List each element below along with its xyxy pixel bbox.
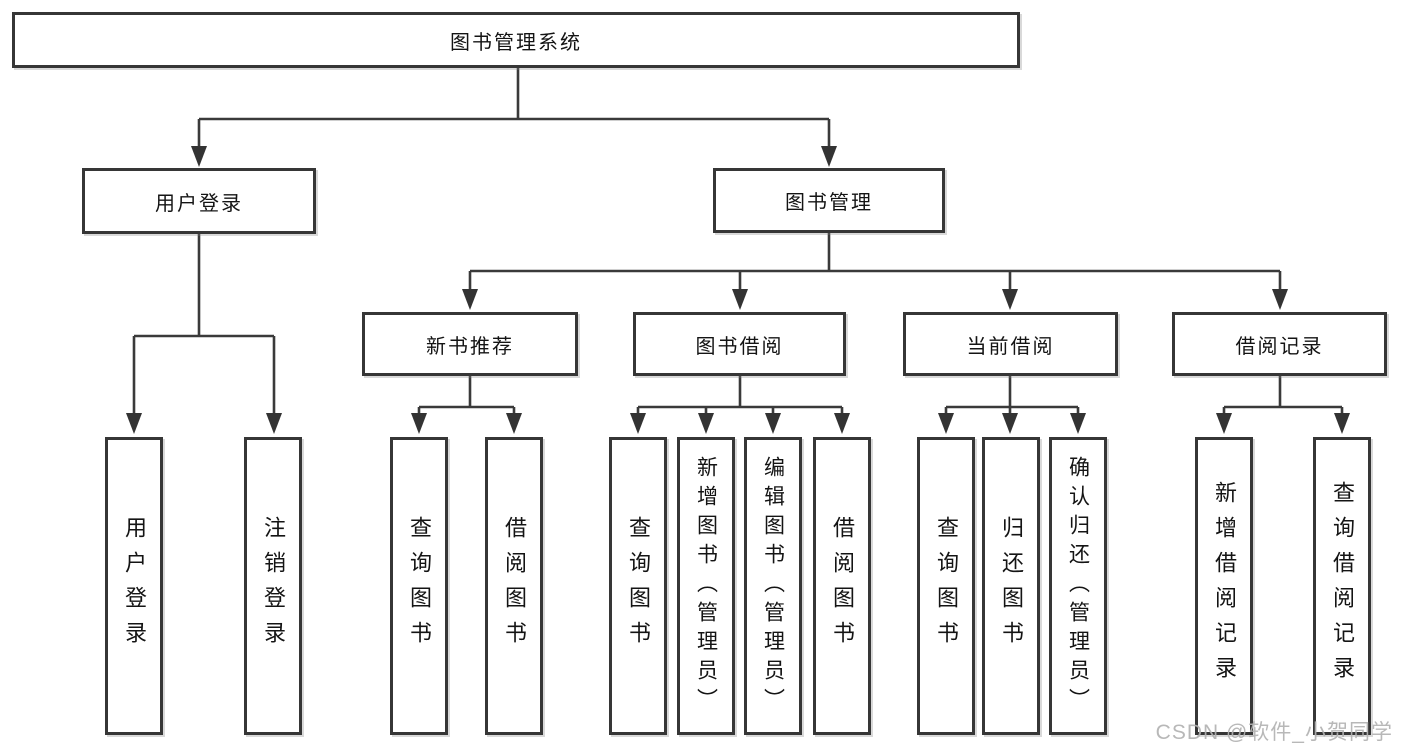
node-label: 当前借阅 <box>966 335 1055 358</box>
node-book-management: 图书管理 <box>713 168 945 233</box>
node-label: 查询图书 <box>626 516 651 656</box>
leaf-borrow-query-books: 查询图书 <box>609 437 667 735</box>
node-label: 归还图书 <box>999 516 1024 656</box>
leaf-recommend-query-books: 查询图书 <box>390 437 448 735</box>
leaf-current-return-books: 归还图书 <box>982 437 1040 735</box>
node-label: 借阅图书 <box>830 516 855 656</box>
leaf-records-add-record: 新增借阅记录 <box>1195 437 1253 735</box>
leaf-current-query-books: 查询图书 <box>917 437 975 735</box>
node-label: 图书管理 <box>785 192 873 214</box>
node-label: 确认归还（管理员） <box>1066 455 1090 717</box>
node-label: 借阅图书 <box>502 516 527 656</box>
node-library-system: 图书管理系统 <box>12 12 1020 68</box>
node-label: 新书推荐 <box>426 335 514 358</box>
node-label: 编辑图书（管理员） <box>761 455 785 717</box>
node-new-book-recommend: 新书推荐 <box>362 312 578 376</box>
node-label: 图书管理系统 <box>450 31 582 54</box>
node-label: 图书借阅 <box>695 335 784 358</box>
connector-borrow-records-to-leaves <box>1216 376 1350 434</box>
leaf-logout: 注销登录 <box>244 437 302 735</box>
watermark: CSDN @软件_小贺同学 <box>1155 721 1393 744</box>
node-label: 查询图书 <box>934 516 959 656</box>
node-label: 新增图书（管理员） <box>694 455 718 717</box>
node-label: 注销登录 <box>261 516 286 656</box>
leaf-recommend-borrow-books: 借阅图书 <box>485 437 543 735</box>
leaf-borrow-add-books-admin: 新增图书（管理员） <box>677 437 735 735</box>
connector-current-borrow-to-leaves <box>938 376 1086 434</box>
node-current-borrow: 当前借阅 <box>903 312 1118 376</box>
connector-user-login-to-leaves <box>126 234 282 434</box>
leaf-borrow-borrow-books: 借阅图书 <box>813 437 871 735</box>
node-book-borrow: 图书借阅 <box>633 312 846 376</box>
node-label: 借阅记录 <box>1235 335 1324 358</box>
node-label: 用户登录 <box>155 192 243 215</box>
node-label: 新增借阅记录 <box>1212 481 1237 691</box>
leaf-records-query-record: 查询借阅记录 <box>1313 437 1371 735</box>
node-label: 查询借阅记录 <box>1330 481 1355 691</box>
leaf-current-confirm-return-admin: 确认归还（管理员） <box>1049 437 1107 735</box>
connector-book-management-to-level3 <box>462 233 1288 310</box>
connector-root-to-level2 <box>191 68 837 167</box>
leaf-borrow-edit-books-admin: 编辑图书（管理员） <box>744 437 802 735</box>
node-user-login: 用户登录 <box>82 168 316 234</box>
connector-book-borrow-to-leaves <box>630 376 850 434</box>
node-label: 查询图书 <box>407 516 432 656</box>
node-label: 用户登录 <box>122 516 147 656</box>
node-borrow-records: 借阅记录 <box>1172 312 1387 376</box>
connector-new-book-recommend-to-leaves <box>411 376 522 434</box>
leaf-user-login: 用户登录 <box>105 437 163 735</box>
